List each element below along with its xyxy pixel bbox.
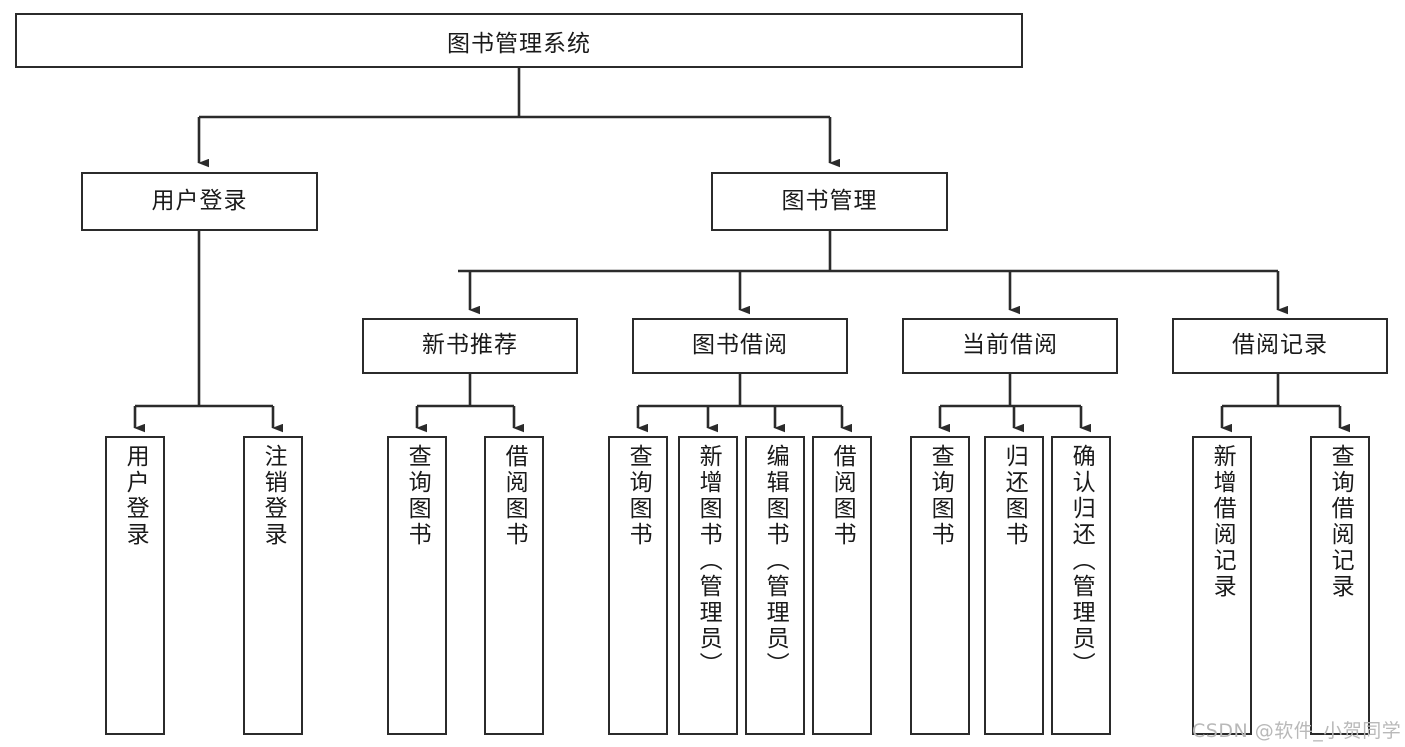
node-borrow-record-label: 借阅记录 [1232,332,1328,359]
node-leaf-logout-login-label: 注销登录 [260,444,287,548]
node-leaf-edit-book[interactable]: 编辑图书（管理员） [745,436,805,735]
node-leaf-edit-book-label: 编辑图书（管理员） [762,444,789,678]
node-leaf-borrow-book-1[interactable]: 借阅图书 [484,436,544,735]
node-root-label: 图书管理系统 [447,30,591,57]
node-leaf-borrow-book-1-label: 借阅图书 [501,444,528,548]
node-new-book-recommend-label: 新书推荐 [422,332,518,359]
node-book-borrow-label: 图书借阅 [692,332,788,359]
node-leaf-add-borrow-record[interactable]: 新增借阅记录 [1192,436,1252,735]
node-borrow-record[interactable]: 借阅记录 [1172,318,1388,374]
node-leaf-confirm-return-label: 确认归还（管理员） [1068,444,1095,678]
node-leaf-query-book-1-label: 查询图书 [404,444,431,548]
node-user-login-label: 用户登录 [151,187,248,214]
node-leaf-return-book[interactable]: 归还图书 [984,436,1044,735]
node-current-borrow-label: 当前借阅 [962,332,1058,359]
node-leaf-logout-login[interactable]: 注销登录 [243,436,303,735]
node-leaf-user-login-label: 用户登录 [122,444,149,548]
node-current-borrow[interactable]: 当前借阅 [902,318,1118,374]
csdn-watermark: CSDN @软件_小贺同学 [1192,720,1402,742]
node-leaf-borrow-book-2-label: 借阅图书 [829,444,856,548]
node-root[interactable]: 图书管理系统 [15,13,1023,68]
node-leaf-confirm-return[interactable]: 确认归还（管理员） [1051,436,1111,735]
node-book-management-label: 图书管理 [781,187,878,214]
node-leaf-return-book-label: 归还图书 [1001,444,1028,548]
node-user-login[interactable]: 用户登录 [81,172,318,231]
node-leaf-user-login[interactable]: 用户登录 [105,436,165,735]
node-leaf-query-book-2-label: 查询图书 [625,444,652,548]
node-leaf-query-book-1[interactable]: 查询图书 [387,436,447,735]
node-leaf-query-book-3-label: 查询图书 [927,444,954,548]
node-leaf-query-book-2[interactable]: 查询图书 [608,436,668,735]
node-leaf-add-borrow-record-label: 新增借阅记录 [1209,444,1236,600]
node-leaf-borrow-book-2[interactable]: 借阅图书 [812,436,872,735]
node-leaf-query-borrow-record[interactable]: 查询借阅记录 [1310,436,1370,735]
node-leaf-query-borrow-record-label: 查询借阅记录 [1327,444,1354,600]
node-book-borrow[interactable]: 图书借阅 [632,318,848,374]
node-leaf-add-book-label: 新增图书（管理员） [695,444,722,678]
node-new-book-recommend[interactable]: 新书推荐 [362,318,578,374]
node-leaf-query-book-3[interactable]: 查询图书 [910,436,970,735]
node-book-management[interactable]: 图书管理 [711,172,948,231]
node-leaf-add-book[interactable]: 新增图书（管理员） [678,436,738,735]
